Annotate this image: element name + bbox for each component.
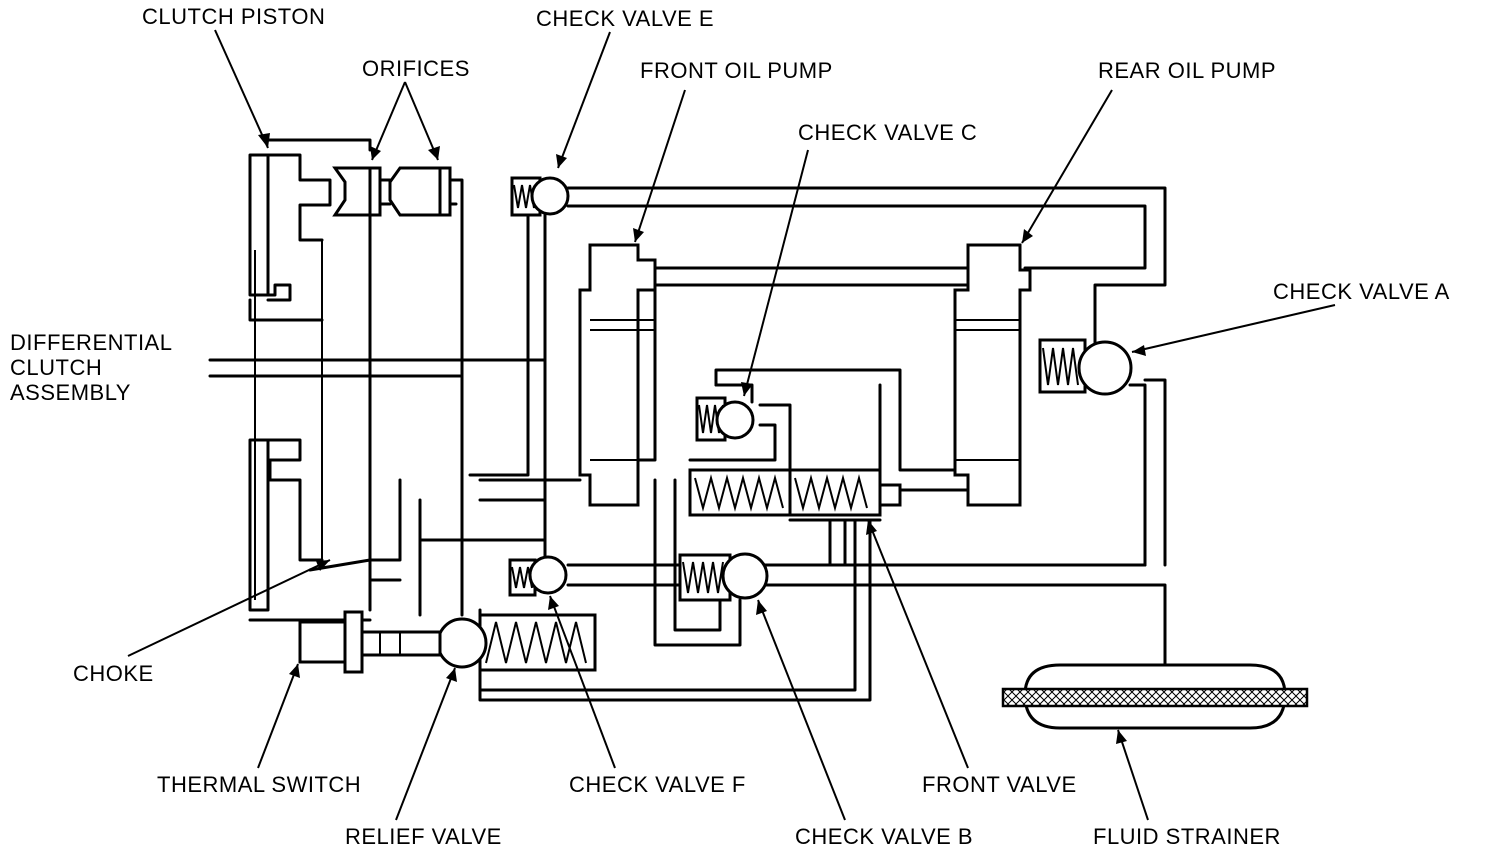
- check-valve-f: [508, 555, 568, 597]
- relief-valve: [436, 613, 597, 672]
- check-valve-c: [695, 383, 755, 442]
- label-front-oil-pump: FRONT OIL PUMP: [640, 58, 833, 83]
- rear-oil-pump: [953, 243, 1032, 507]
- fluid-strainer: [1001, 663, 1309, 730]
- label-check-valve-c: CHECK VALVE C: [798, 120, 978, 145]
- label-thermal-switch: THERMAL SWITCH: [157, 772, 362, 797]
- label-check-valve-e: CHECK VALVE E: [536, 6, 715, 31]
- label-relief-valve: RELIEF VALVE: [345, 824, 502, 849]
- check-valve-e: [510, 176, 570, 217]
- label-clutch-piston: CLUTCH PISTON: [142, 4, 326, 29]
- front-oil-pump: [578, 243, 657, 507]
- label-check-valve-f: CHECK VALVE F: [569, 772, 746, 797]
- label-front-valve: FRONT VALVE: [922, 772, 1077, 797]
- check-valve-a: [1038, 338, 1133, 396]
- label-orifices: ORIFICES: [362, 56, 470, 81]
- front-valve: [688, 468, 902, 522]
- label-choke: CHOKE: [73, 661, 154, 686]
- label-fluid-strainer: FLUID STRAINER: [1093, 824, 1281, 849]
- check-valve-b: [678, 552, 769, 602]
- thermal-switch: [298, 610, 442, 674]
- leader-lines: [127, 29, 1336, 821]
- label-check-valve-a: CHECK VALVE A: [1273, 279, 1450, 304]
- label-check-valve-b: CHECK VALVE B: [795, 824, 974, 849]
- label-rear-oil-pump: REAR OIL PUMP: [1098, 58, 1277, 83]
- orifices: [332, 166, 464, 617]
- label-differential-clutch-assembly: DIFFERENTIAL CLUTCH ASSEMBLY: [10, 330, 173, 405]
- differential-clutch-assembly: [208, 138, 547, 622]
